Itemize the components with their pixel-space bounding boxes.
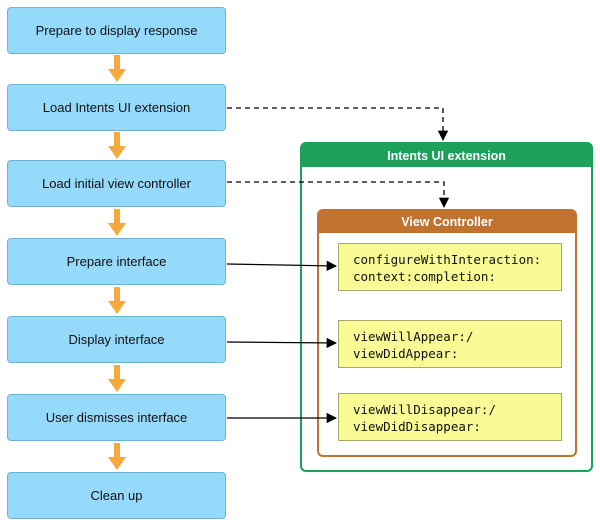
flow-arrow-down-icon [108,209,126,236]
method-view-will-disappear: viewWillDisappear:/ viewDidDisappear: [338,393,562,441]
step-label: Clean up [90,488,143,503]
step-clean-up: Clean up [7,472,226,519]
intents-ui-extension-title: Intents UI extension [302,144,591,167]
method-line: viewDidDisappear: [353,419,481,434]
step-user-dismisses-interface: User dismisses interface [7,394,226,441]
method-line: context:completion: [353,269,496,284]
step-prepare-to-display-response: Prepare to display response [7,7,226,54]
flow-arrow-down-icon [108,443,126,470]
method-line: configureWithInteraction: [353,252,542,267]
step-label: Prepare interface [66,254,167,269]
flow-arrow-down-icon [108,287,126,314]
view-controller-title: View Controller [319,211,575,233]
method-line: viewDidAppear: [353,346,459,361]
step-display-interface: Display interface [7,316,226,363]
flow-arrow-down-icon [108,132,126,159]
flow-arrow-down-icon [108,365,126,392]
step-label: Load Intents UI extension [42,100,191,115]
method-configure-with-interaction: configureWithInteraction: context:comple… [338,243,562,291]
method-line: viewWillDisappear:/ [353,402,496,417]
flow-arrow-down-icon [108,55,126,82]
dashed-connector-extension [227,107,449,142]
step-label: Prepare to display response [35,23,198,38]
method-line: viewWillAppear:/ [353,329,474,344]
step-label: Load initial view controller [42,176,191,191]
step-load-initial-view-controller: Load initial view controller [7,160,226,207]
method-view-will-appear: viewWillAppear:/ viewDidAppear: [338,320,562,368]
step-label: User dismisses interface [45,410,188,425]
step-load-intents-ui-extension: Load Intents UI extension [7,84,226,131]
step-prepare-interface: Prepare interface [7,238,226,285]
step-label: Display interface [68,332,165,347]
